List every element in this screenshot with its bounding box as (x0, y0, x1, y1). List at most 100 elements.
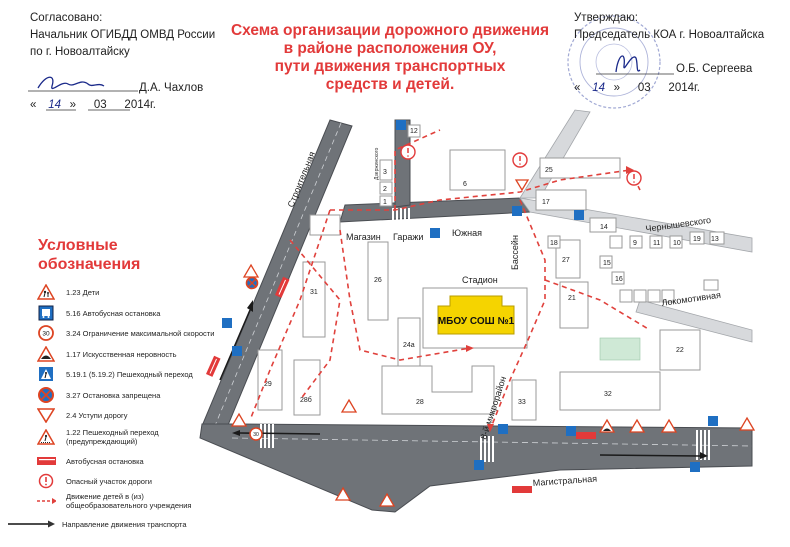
svg-text:3: 3 (383, 169, 387, 176)
svg-text:26: 26 (374, 277, 382, 284)
approve-position: Председатель КОА г. Новоалтайска (574, 29, 765, 41)
child-path-west (249, 209, 331, 421)
svg-text:16: 16 (615, 276, 623, 283)
svg-text:28б: 28б (300, 396, 312, 404)
building-28 (381, 365, 495, 415)
school-grounds (422, 287, 528, 349)
svg-text:19: 19 (693, 236, 701, 243)
danger-marker-icon (36, 473, 56, 489)
legend-item-danger: Опасный участок дороги (36, 472, 152, 490)
svg-text:6: 6 (463, 181, 467, 188)
svg-text:25: 25 (545, 167, 553, 174)
pedestrian-crossing-warning-icon (36, 429, 56, 445)
approval-block: Согласовано: Начальник ОГИБДД ОМВД Росси… (30, 10, 215, 61)
garages-label: Гаражи (393, 232, 423, 242)
legend-item-speed-limit: 30 3.24 Ограничение максимальной скорост… (36, 324, 214, 342)
building-31 (302, 261, 326, 338)
street-yuzhnaya: Южная (452, 228, 482, 238)
child-path-center (339, 229, 471, 361)
yield-sign-icon (36, 407, 56, 423)
building-6 (449, 149, 506, 191)
approval-position: Начальник ОГИБДД ОМВД России (30, 29, 216, 41)
legend-item-bus-stop: Автобусная остановка (36, 452, 144, 470)
child-path-north (330, 169, 631, 211)
crosswalk-sign-icon (36, 366, 56, 382)
road-lokomotivnaya (635, 299, 753, 343)
svg-text:12: 12 (410, 128, 418, 135)
legend-item-pedestrian-warning: 1.22 Пешеходный переход(предупреждающий) (36, 426, 159, 448)
svg-text:21: 21 (568, 295, 576, 302)
approve-signature (615, 55, 641, 73)
building-32 (559, 371, 661, 411)
building-26 (367, 241, 389, 321)
approve-label: Утверждаю: (574, 12, 638, 24)
svg-text:9: 9 (633, 240, 637, 247)
pool-label: Бассейн (510, 235, 520, 270)
svg-text:11: 11 (653, 240, 660, 247)
bus-stop-marker-icon (36, 453, 56, 469)
svg-text:2: 2 (383, 186, 387, 193)
svg-text:13: 13 (711, 236, 719, 243)
child-path-southeast (544, 279, 651, 331)
children-sign-icon (36, 284, 56, 300)
svg-text:22: 22 (676, 347, 684, 354)
approval-date: « 14» 03 2014г. (30, 99, 156, 111)
svg-text:14: 14 (600, 224, 608, 231)
legend-title: Условные обозначения (38, 237, 141, 273)
map-title: Схема организации дорожного движения в р… (230, 22, 550, 93)
building-22 (659, 329, 701, 371)
road-signs: 30 (206, 120, 756, 507)
child-path-east (489, 199, 546, 431)
svg-text:31: 31 (310, 289, 318, 296)
approve-date: « 14» 03 2014г. (574, 82, 700, 94)
shops-label: Магазин (346, 232, 381, 242)
legend-item-no-stopping: 3.27 Остановка запрещена (36, 386, 160, 404)
svg-text:30: 30 (253, 432, 259, 438)
children-path-icon (36, 493, 56, 509)
svg-text:18: 18 (550, 240, 558, 247)
svg-text:28: 28 (416, 399, 424, 406)
building-29 (257, 349, 283, 411)
svg-text:30: 30 (42, 331, 50, 338)
approval-organization: по г. Новоалтайску (30, 46, 130, 58)
street-dzerzhinskogo: Дзержинского (374, 148, 380, 180)
legend-item-traffic-direction: Направление движения транспорта (6, 515, 187, 533)
building-33 (511, 379, 537, 421)
no-stopping-sign-icon (36, 387, 56, 403)
building-17 (535, 189, 587, 211)
danger-markers (400, 144, 642, 186)
building-21 (559, 281, 589, 329)
svg-text:33: 33 (518, 399, 526, 406)
legend-item-speed-bump: 1.17 Искусственная неровность (36, 345, 177, 363)
svg-text:15: 15 (603, 260, 611, 267)
approval-signature-area (28, 76, 138, 111)
svg-text:27: 27 (562, 257, 570, 264)
children-paths (249, 129, 651, 431)
approve-signature-area (596, 55, 674, 75)
svg-text:1: 1 (383, 199, 387, 206)
stadium-label: Стадион (462, 275, 498, 285)
legend-item-bus-stop-sign: 5.16 Автобусная остановка (36, 304, 160, 322)
svg-text:24a: 24a (403, 342, 415, 349)
legend-item-crosswalk: 5.19.1 (5.19.2) Пешеходный переход (36, 365, 193, 383)
legend-item-children: 1.23 Дети (36, 283, 99, 301)
approval-label: Согласовано: (30, 12, 103, 24)
approve-signer: О.Б. Сергеева (676, 63, 753, 75)
school-label: МБОУ СОШ №1 (438, 316, 515, 327)
svg-text:29: 29 (264, 381, 272, 388)
official-seal (567, 15, 661, 109)
legend-item-children-path: Движение детей в (из)общеобразовательног… (36, 490, 191, 512)
child-path-interior (289, 239, 341, 401)
approve-block: Утверждаю: Председатель КОА г. Новоалтай… (574, 10, 764, 44)
building-28b (293, 359, 321, 416)
building-25 (539, 157, 621, 179)
approval-signature (37, 76, 105, 90)
bus-stop-sign-icon (36, 305, 56, 321)
street-magistralnaya: Магистральная (532, 474, 597, 488)
approval-signer: Д.А. Чахлов (139, 82, 204, 94)
legend-item-yield: 2.4 Уступи дорогу (36, 406, 128, 424)
speed-bump-sign-icon (36, 346, 56, 362)
svg-text:10: 10 (673, 240, 681, 247)
child-path-north-link (394, 129, 441, 210)
